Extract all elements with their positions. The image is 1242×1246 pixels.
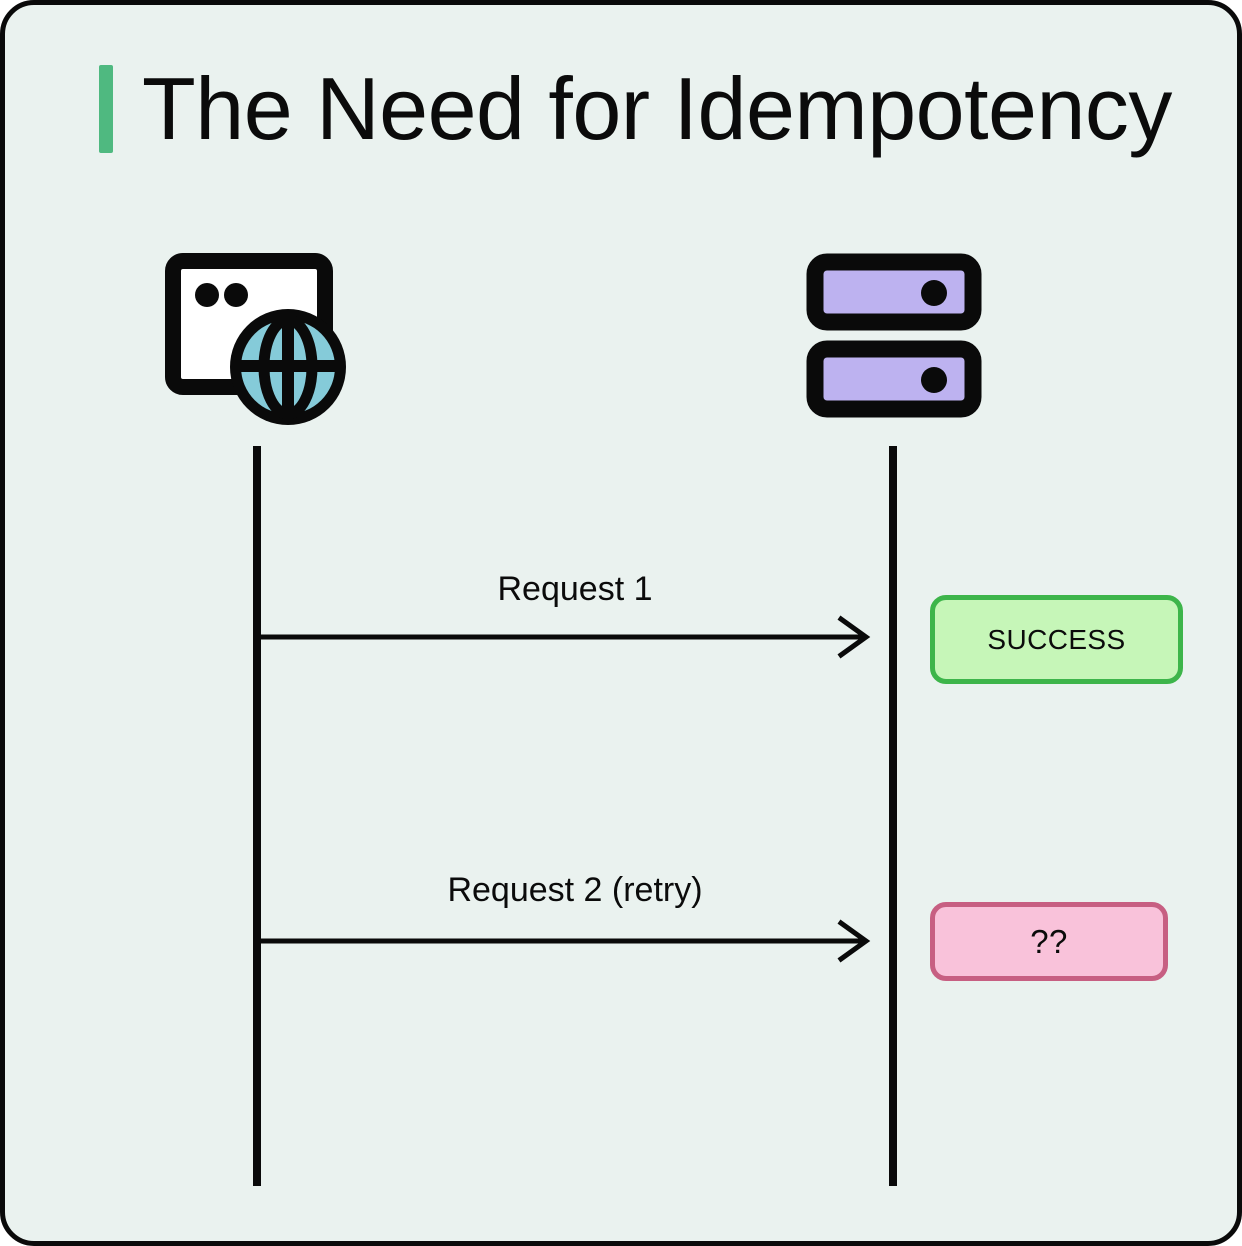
server-led-bottom (921, 367, 947, 393)
response-badge-unknown: ?? (930, 902, 1168, 981)
browser-dot-2 (224, 283, 248, 307)
sequence-diagram-graphics (165, 253, 982, 1186)
server-rack-top (806, 253, 982, 331)
page-title: The Need for Idempotency (99, 57, 1172, 161)
server-rack-bottom (806, 340, 982, 418)
server-led-top (921, 280, 947, 306)
message-label-request-2: Request 2 (retry) (447, 871, 703, 909)
message-arrow-request-2 (257, 919, 871, 963)
message-label-request-1: Request 1 (497, 570, 653, 608)
client-browser-globe-icon (165, 253, 346, 425)
response-badge-success: SUCCESS (930, 595, 1183, 684)
page-title-text: The Need for Idempotency (142, 59, 1172, 158)
message-arrow-request-1 (257, 615, 871, 659)
browser-dot-1 (195, 283, 219, 307)
server-icon (806, 253, 982, 418)
title-accent-bar (99, 65, 113, 153)
